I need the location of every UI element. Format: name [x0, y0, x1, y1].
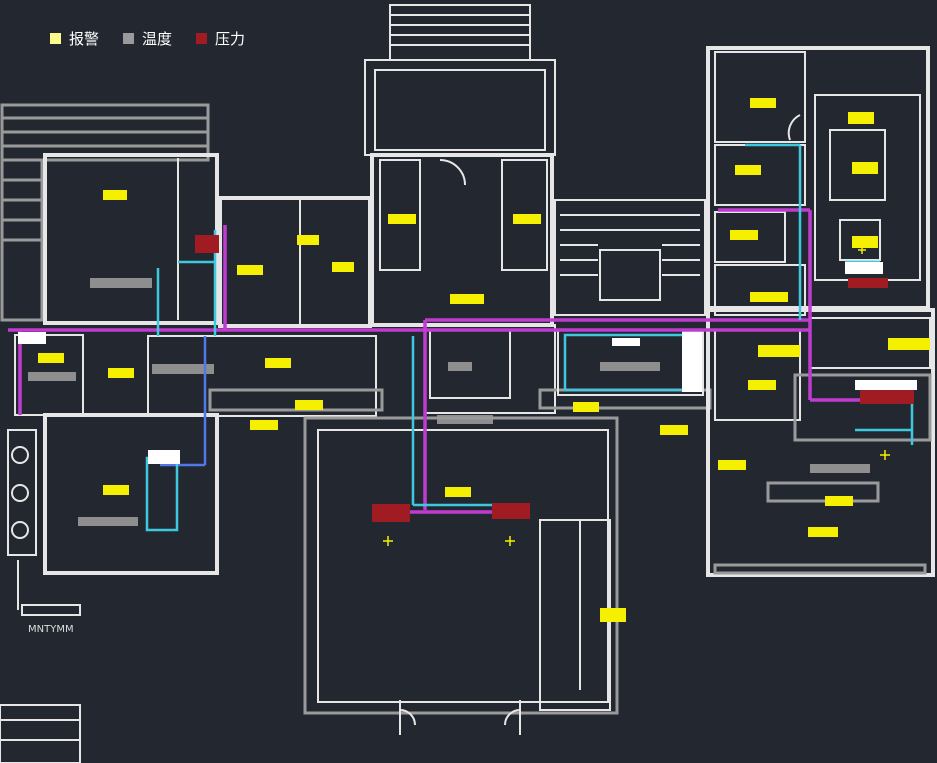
- room-center-mid: [424, 324, 712, 424]
- stair-left: [0, 103, 210, 322]
- top-entrance: [364, 4, 556, 156]
- alarm-swatch-icon: [50, 33, 61, 44]
- temperature-swatch-icon: [123, 33, 135, 44]
- legend-label-pressure: 压力: [215, 30, 246, 48]
- stair-center: [554, 199, 706, 316]
- legend-item-alarm[interactable]: 报警: [50, 28, 99, 49]
- room-right-top: [706, 46, 930, 316]
- pipe-network: [8, 143, 914, 532]
- plus-markers: [383, 246, 890, 546]
- utility-stack: MNTYMM: [0, 429, 81, 763]
- sensor-markers: [38, 98, 930, 622]
- room-right-bottom: [706, 308, 935, 577]
- pressure-markers: [195, 235, 914, 522]
- legend-item-pressure[interactable]: 压力: [196, 28, 245, 49]
- room-mid-left: [147, 196, 384, 417]
- legend-label-alarm: 报警: [69, 30, 100, 48]
- pressure-swatch-icon: [196, 33, 208, 44]
- legend: 报警 温度 压力: [50, 28, 245, 49]
- drawing-note: MNTYMM: [28, 624, 74, 635]
- room-hall: [303, 416, 619, 735]
- room-left-upper: [43, 153, 219, 325]
- legend-item-temperature[interactable]: 温度: [123, 28, 172, 49]
- legend-label-temperature: 温度: [142, 30, 173, 48]
- room-left-lower: [14, 334, 219, 575]
- alarm-markers: [18, 262, 917, 464]
